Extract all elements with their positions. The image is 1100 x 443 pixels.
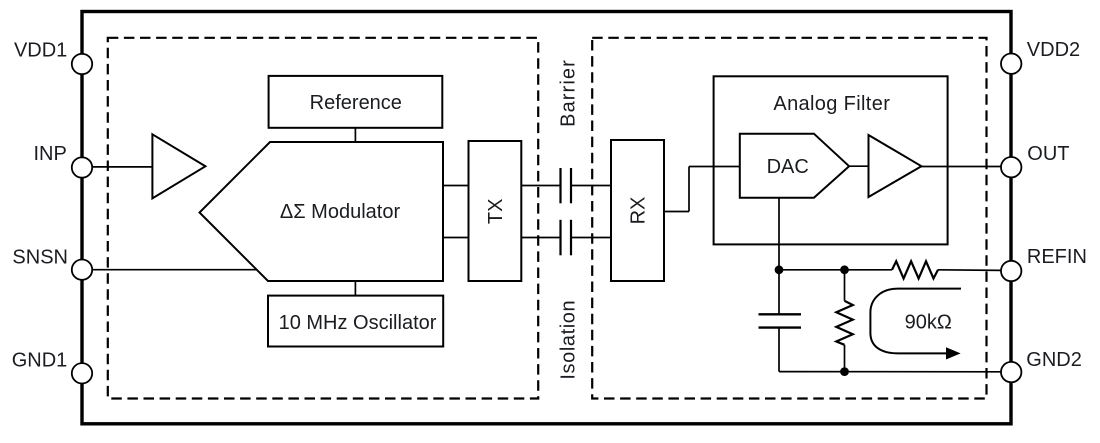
svg-text:Barrier: Barrier	[557, 59, 579, 127]
svg-text:RX: RX	[628, 197, 650, 225]
svg-text:90kΩ: 90kΩ	[905, 311, 952, 333]
svg-text:GND1: GND1	[12, 349, 68, 371]
svg-text:TX: TX	[485, 199, 507, 225]
svg-text:REFIN: REFIN	[1027, 246, 1087, 268]
svg-text:Analog Filter: Analog Filter	[773, 93, 890, 115]
svg-text:VDD2: VDD2	[1027, 39, 1080, 61]
svg-text:SNSN: SNSN	[12, 246, 68, 268]
svg-text:Isolation: Isolation	[557, 300, 579, 380]
svg-text:INP: INP	[33, 143, 66, 165]
svg-text:DAC: DAC	[767, 156, 809, 178]
svg-text:OUT: OUT	[1027, 143, 1069, 165]
svg-text:VDD1: VDD1	[14, 39, 67, 61]
svg-text:ΔΣ Modulator: ΔΣ Modulator	[280, 201, 401, 223]
svg-text:Reference: Reference	[310, 92, 402, 114]
svg-text:GND2: GND2	[1026, 349, 1082, 371]
svg-text:10 MHz Oscillator: 10 MHz Oscillator	[279, 312, 437, 334]
